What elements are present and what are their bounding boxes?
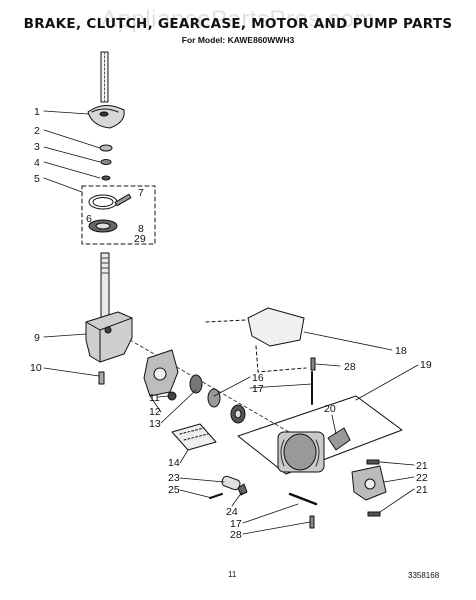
callout-6: 6	[86, 213, 92, 225]
callout-3: 3	[34, 141, 40, 153]
callout-17-lower: 17	[230, 518, 242, 530]
callout-11: 11	[149, 392, 160, 404]
callout-17: 17	[252, 383, 264, 395]
callout-16: 16	[252, 372, 264, 384]
callout-4: 4	[34, 157, 40, 169]
part-12-pump-housing	[143, 349, 179, 397]
callout-28: 28	[344, 361, 356, 373]
callout-1: 1	[34, 106, 40, 118]
gearcase-shaft	[100, 252, 110, 319]
part-10-bolt	[98, 371, 105, 385]
upper-shaft	[100, 51, 109, 103]
model-label: For Model: KAWE860WWH3	[181, 35, 295, 45]
callout-5: 5	[34, 173, 40, 185]
callout-13: 13	[149, 418, 161, 430]
part-17-shaft-lower	[288, 492, 318, 506]
part-24-clamp	[237, 483, 248, 496]
part-1-brake	[87, 105, 125, 129]
diagram-title: BRAKE, CLUTCH, GEARCASE, MOTOR AND PUMP …	[23, 16, 453, 32]
part-5-clutch-assembly	[81, 185, 156, 245]
callout-22: 22	[416, 472, 428, 484]
callout-18: 18	[395, 345, 407, 357]
callout-10: 10	[30, 362, 42, 374]
callout-7: 7	[138, 187, 144, 199]
callout-21: 21	[416, 460, 428, 472]
callout-9: 9	[34, 332, 40, 344]
callout-2: 2	[34, 125, 40, 137]
part-4-ring	[101, 175, 111, 181]
part-14-gasket	[171, 423, 217, 451]
callout-23: 23	[168, 472, 180, 484]
part-28-bolt	[310, 357, 316, 371]
callout-20: 20	[324, 403, 336, 415]
part-21-clip-lower	[367, 511, 381, 517]
callout-8: 8	[138, 223, 144, 235]
part-22-pump	[351, 465, 387, 501]
callout-19: 19	[420, 359, 432, 371]
part-9-gearcase	[85, 311, 133, 363]
callout-12: 12	[149, 406, 161, 418]
page-number: 11	[228, 570, 237, 579]
part-21-clip	[366, 459, 380, 465]
callout-28-lower: 28	[230, 529, 242, 541]
part-18-gasket	[205, 307, 307, 373]
document-code: 3358168	[408, 571, 440, 580]
part-23-capacitor	[221, 475, 241, 491]
callout-21-lower: 21	[416, 484, 428, 496]
leader-lines	[43, 110, 419, 535]
part-25-screw	[209, 493, 223, 499]
callout-labels: 1 2 3 4 5 6 7 8 29 9 10 11 12 13 16 17 1…	[30, 106, 432, 541]
part-3-washer	[100, 159, 112, 165]
callout-29: 29	[134, 233, 146, 245]
watermark: AppliancePartsPros.com	[101, 6, 375, 33]
part-28-bolt-lower	[309, 515, 315, 529]
callout-14: 14	[168, 457, 180, 469]
part-20-switch	[327, 427, 351, 451]
callout-24: 24	[226, 506, 238, 518]
part-2-washer	[99, 144, 113, 152]
part-11-fitting	[167, 391, 177, 401]
part-19-motor-assembly	[237, 395, 403, 475]
part-16-coupling	[189, 374, 246, 424]
callout-25: 25	[168, 484, 180, 496]
